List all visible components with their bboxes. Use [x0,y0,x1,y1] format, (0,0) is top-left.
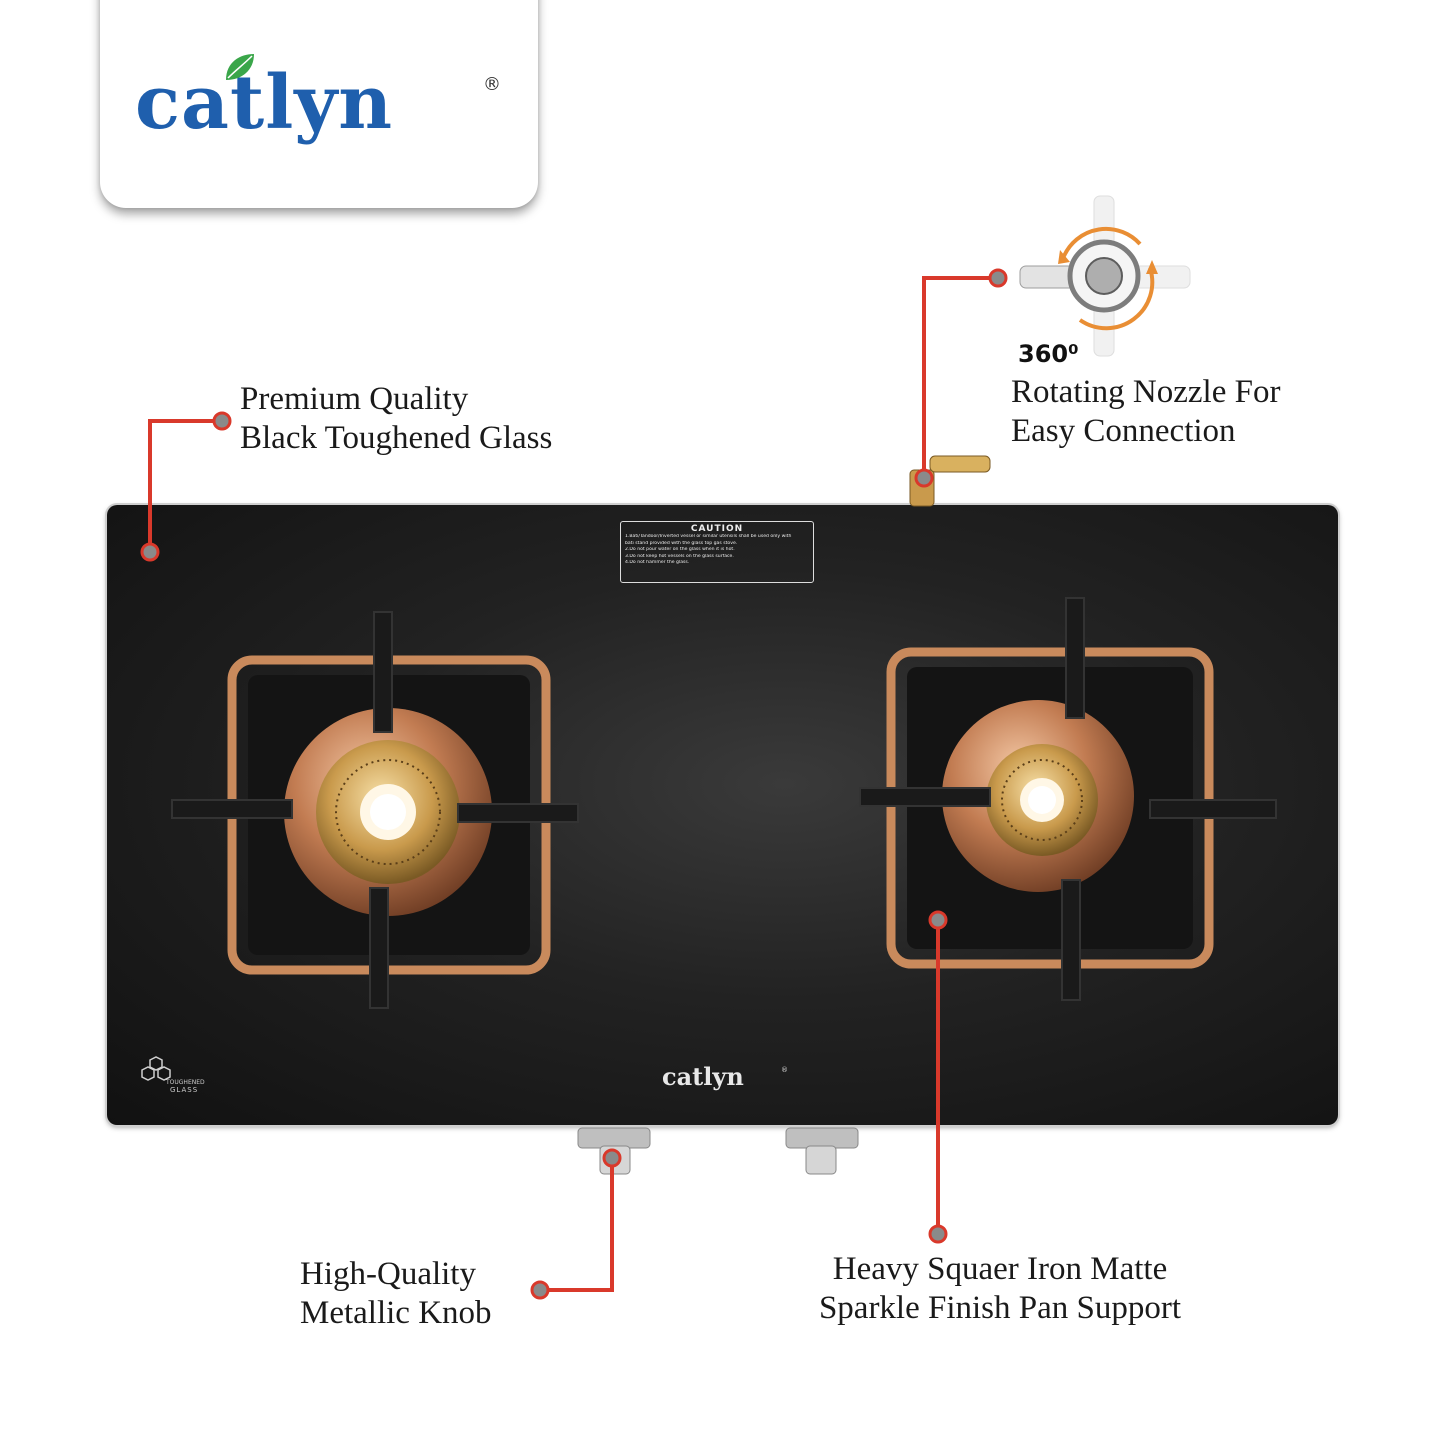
brand-logo: catlyn [135,60,394,146]
callout-dots [140,268,1008,1300]
knob-right [785,1127,859,1175]
stove-brand-logo: catlyn [662,1062,744,1091]
caution-label: CAUTION 1.Bati/Tandoor/Inverted vessel o… [620,521,814,583]
caution-line: bati stand provided with the glass top g… [625,540,738,546]
rotating-nozzle-icon [1019,195,1191,357]
callout-lines [148,276,998,1292]
leaf-icon [226,54,254,80]
glass-callout-line2: Black Toughened Glass [240,420,553,456]
nozzle-callout-line1: Rotating Nozzle For [1011,374,1281,410]
left-burner [227,655,551,975]
nozzle-callout: Rotating Nozzle For Easy Connection [1011,373,1280,451]
nozzle-callout-line2: Easy Connection [1011,413,1236,449]
registered-mark: ® [483,74,501,95]
glass-callout-line1: Premium Quality [240,381,469,417]
caution-line: 1.Bati/Tandoor/Inverted vessel or simila… [625,534,792,539]
caution-line: 3.Do not keep hot vessels on the glass s… [625,553,734,559]
glass-label: GLASS [170,1086,199,1094]
right-pan-support [859,597,1277,1001]
toughened-glass-badge-icon [141,1056,171,1081]
knob-callout-line2: Metallic Knob [300,1295,492,1331]
knob-callout-line1: High-Quality [300,1256,476,1292]
toughened-label: TOUGHENED [166,1079,205,1086]
glass-callout: Premium Quality Black Toughened Glass [240,380,552,458]
left-pan-support [171,611,579,1009]
nozzle-degree: 360⁰ [1018,340,1079,368]
knob-callout: High-Quality Metallic Knob [300,1255,492,1333]
stove-registered-mark: ® [781,1066,788,1074]
caution-title: CAUTION [690,524,744,534]
logo-card [100,0,538,208]
pan-support-callout-line1: Heavy Squaer Iron Matte [832,1251,1168,1287]
pan-support-callout-line2: Sparkle Finish Pan Support [818,1290,1182,1326]
caution-line: 2.Do not pour water on the glass when it… [625,547,735,552]
pan-support-callout: Heavy Squaer Iron Matte Sparkle Finish P… [790,1250,1210,1328]
caution-line: 4.Do not hammer the glass. [625,560,690,565]
